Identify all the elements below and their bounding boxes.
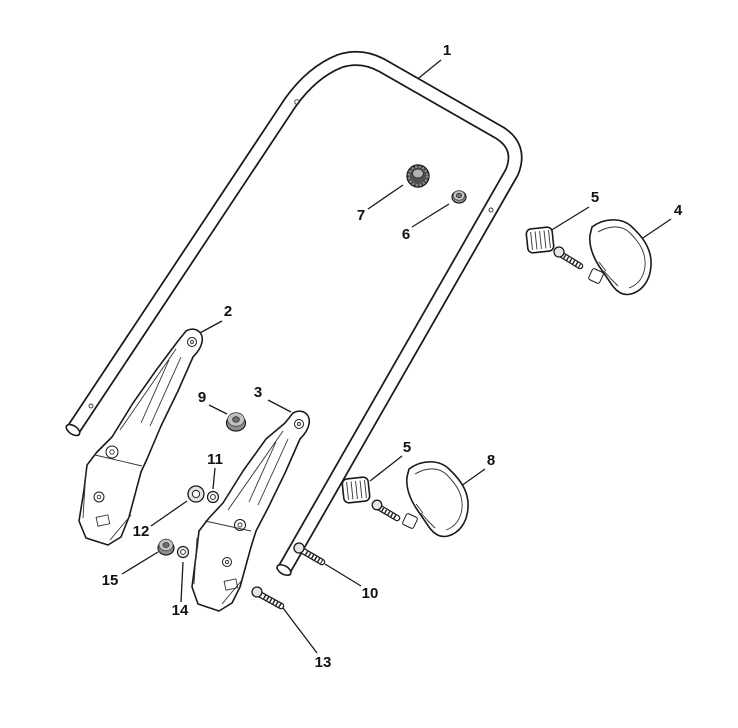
leader-line-15: [121, 551, 159, 575]
part-label-5: 5: [591, 189, 599, 206]
flange-nut-lower: [157, 538, 175, 556]
part-label-2: 2: [224, 303, 232, 320]
tube-hole: [294, 99, 300, 105]
handle-bracket-left: [78, 328, 204, 546]
leader-line-10: [324, 563, 362, 587]
part-label-13: 13: [315, 654, 332, 671]
leader-line-12: [150, 500, 188, 527]
part-label-10: 10: [362, 585, 379, 602]
tube-end-cap-right: [276, 563, 292, 577]
tube-hole: [88, 403, 94, 409]
leader-line-14: [180, 561, 184, 603]
carriage-bolt-upper: [553, 246, 584, 270]
part-label-6: 6: [402, 226, 410, 243]
washer-large: [187, 485, 205, 503]
leader-line-3: [267, 399, 292, 413]
leader-line-11: [212, 467, 216, 490]
part-label-8: 8: [487, 452, 495, 469]
tube-inner: [68, 52, 521, 573]
bolt-upper: [293, 542, 326, 566]
leader-line-5: [369, 455, 403, 482]
tube-hole: [488, 207, 494, 213]
flange-nut-small: [451, 190, 467, 204]
tube-end-cap-left: [65, 423, 81, 437]
part-label-1: 1: [443, 42, 451, 59]
part-label-3: 3: [254, 384, 262, 401]
carriage-bolt-lower: [371, 499, 401, 522]
part-label-12: 12: [133, 523, 150, 540]
square-knob-upper: [525, 226, 584, 270]
part-label-4: 4: [674, 202, 683, 219]
handle-bracket-right: [191, 410, 311, 612]
handle-bar-tube: [65, 50, 523, 577]
part-label-11: 11: [207, 451, 223, 468]
wheel-knob: [406, 164, 430, 188]
flange-nut: [225, 412, 247, 432]
part-label-5: 5: [403, 439, 411, 456]
square-knob-lower: [341, 476, 401, 522]
leader-line-13: [282, 607, 318, 654]
leader-line-7: [367, 184, 404, 210]
part-label-15: 15: [102, 572, 119, 589]
washer-mid: [176, 545, 190, 559]
leader-line-5: [549, 206, 590, 232]
part-label-9: 9: [198, 389, 206, 406]
grip-lever-lower: [402, 461, 469, 538]
bolt-lower: [251, 586, 285, 610]
part-label-7: 7: [357, 207, 365, 224]
part-label-14: 14: [172, 602, 189, 619]
washer-small: [206, 490, 220, 504]
leader-line-9: [208, 404, 228, 415]
leader-line-6: [411, 203, 450, 228]
grip-lever-upper: [588, 219, 652, 296]
